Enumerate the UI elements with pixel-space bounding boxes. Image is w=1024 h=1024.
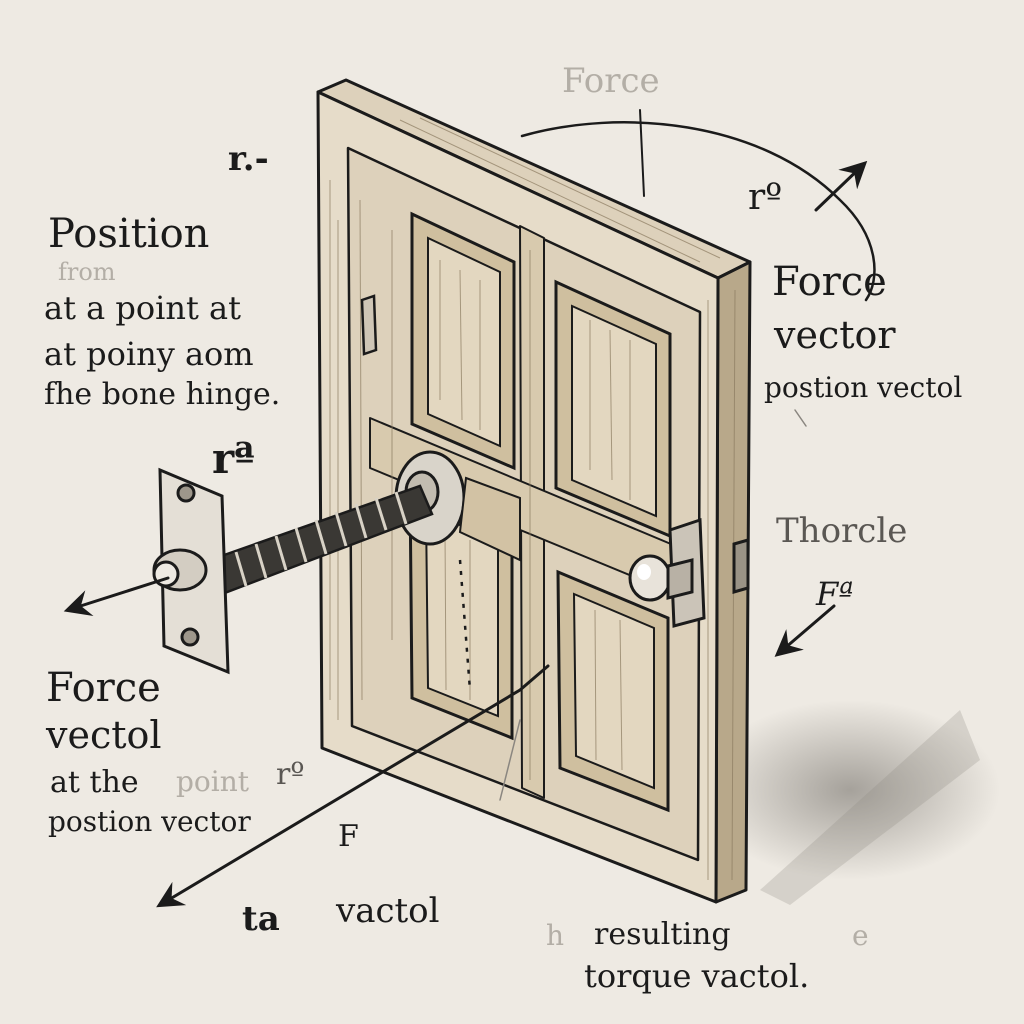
arrow-top-right: [814, 160, 868, 212]
label-force-vectol-left-2: vectol: [46, 713, 162, 757]
label-force-vector-right-2: vector: [774, 313, 896, 357]
arrow-top-arc: [520, 121, 876, 302]
door-knob: [628, 517, 750, 628]
door: [316, 78, 752, 904]
label-r-hinge: rª: [212, 434, 255, 483]
label-F-center: F: [338, 819, 359, 854]
arrow-torque-vactol: [156, 664, 550, 908]
label-h-faint: h: [546, 919, 565, 952]
label-force-vectol-left-1: Force: [46, 665, 161, 711]
vector-arrows: [63, 109, 876, 908]
arrow-top-drop: [639, 109, 645, 197]
label-position-title: Position: [48, 211, 210, 257]
label-resulting: resulting: [594, 917, 731, 952]
label-at-the: at the: [50, 765, 139, 800]
label-ta: ta: [242, 899, 280, 939]
label-force-top: Force: [562, 61, 660, 101]
label-r-top-right: rº: [748, 177, 783, 218]
label-postion-vector-left: postion vector: [48, 805, 251, 838]
hinge-plate: [152, 467, 230, 675]
label-torque-vactol: torque vactol.: [584, 957, 810, 995]
arrow-left-force: [63, 576, 170, 617]
label-from-faint: from: [58, 258, 116, 286]
label-position-vector-right: postion vectol: [764, 371, 963, 404]
label-thorcle: Thorcle: [776, 511, 908, 551]
wood-grain: [329, 117, 736, 881]
label-f-right: Fª: [816, 575, 854, 613]
floor-shadow: [700, 700, 1000, 905]
label-r-center: rº: [276, 757, 305, 792]
label-r-top-left: r.-: [228, 139, 269, 179]
door-panels: [408, 211, 672, 813]
latch: [360, 294, 378, 356]
label-position-line3: fhe bone hinge.: [44, 377, 281, 412]
arrow-thorcle: [774, 604, 836, 657]
label-force-vector-right-1: Force: [772, 259, 887, 305]
label-position-line2: at poiny aom: [44, 335, 254, 373]
label-position-line1: at a point at: [44, 289, 241, 327]
faint-tick-1: [794, 409, 807, 427]
label-vactol: vactol: [336, 891, 440, 931]
label-e-faint: e: [852, 919, 869, 952]
faint-tick-2: [499, 719, 521, 801]
label-point-faint: point: [176, 765, 250, 798]
